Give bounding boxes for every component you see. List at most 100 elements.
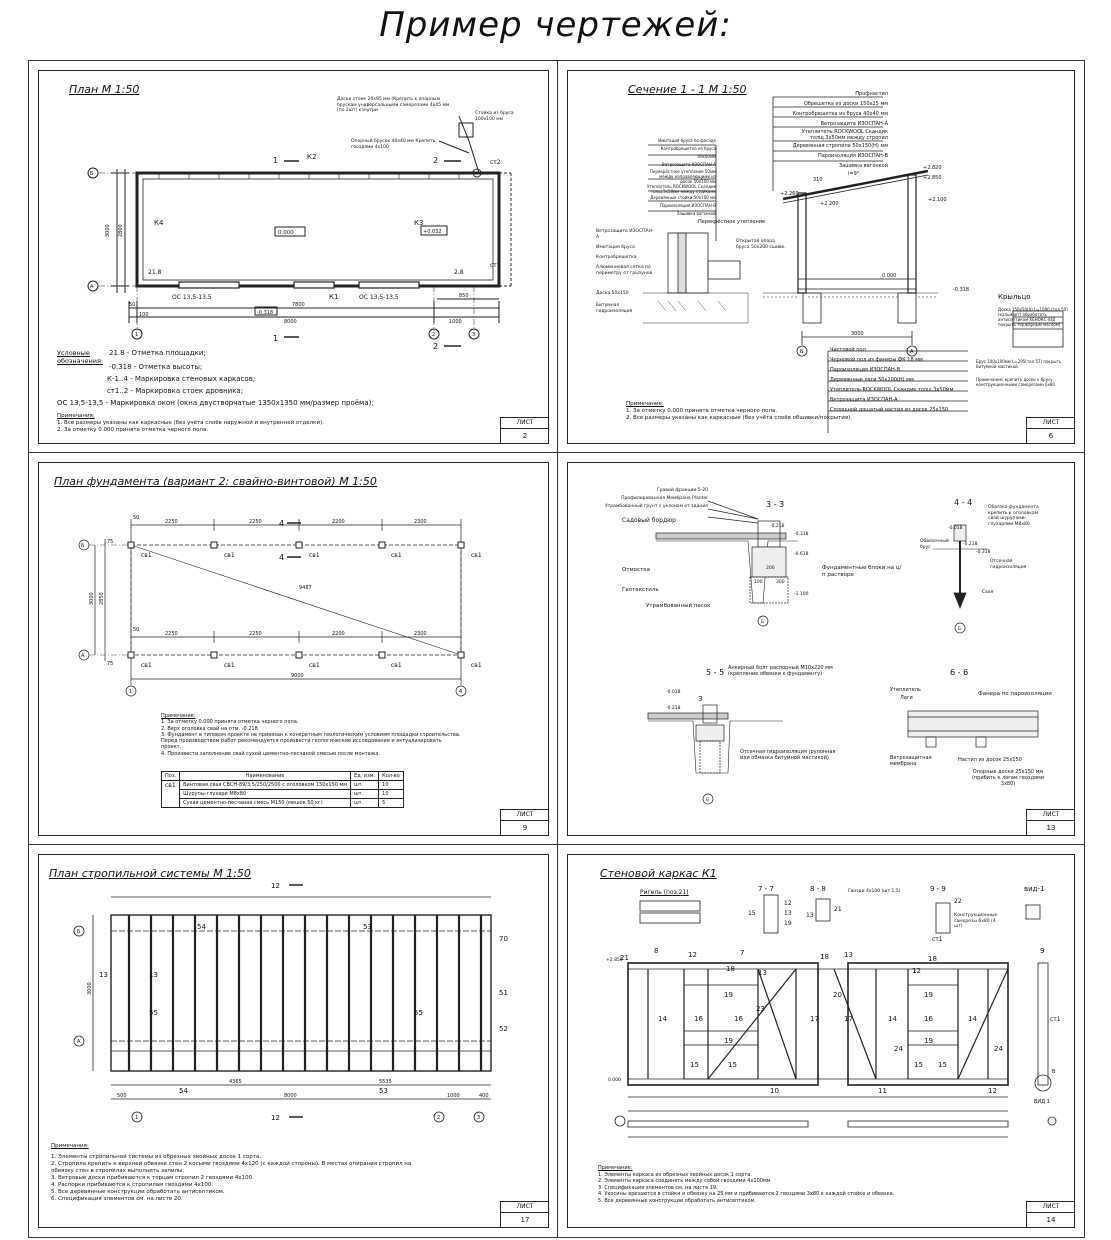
dim-top: 2250 xyxy=(249,519,262,525)
sheet-rafters: План стропильной системы М 1:50 xyxy=(28,844,559,1238)
num: 14 xyxy=(968,1015,977,1023)
pile-label: св1 xyxy=(309,552,320,559)
cut-4: 4 xyxy=(279,553,284,562)
dim-bottom: 2250 xyxy=(165,631,178,637)
table-cell: Сухая цементно-песчаная смесь М150 (мешо… xyxy=(179,798,352,808)
left-label: Алюминиевая сетка по периметру от грызун… xyxy=(596,265,653,276)
num: 16 xyxy=(924,1015,933,1023)
dim-310: 310 xyxy=(813,177,823,183)
num: 24 xyxy=(894,1045,903,1053)
cut-9: 9 xyxy=(1040,947,1044,955)
sheet-stamp: ЛИСТ 13 xyxy=(1026,809,1075,836)
label-plywood: Фанера по пароизоляции xyxy=(978,691,1052,697)
axis-b: Б xyxy=(958,626,961,632)
dim-bottom: 2250 xyxy=(249,631,262,637)
note-item: 2. За отметку 0.000 принята отметка черн… xyxy=(57,427,209,433)
sheet-frame-k1: Стеновой каркас К1 xyxy=(557,844,1085,1238)
floor-layer: Деревянные лаги 50x200(Н) мм xyxy=(830,377,914,383)
pile-label: св1 xyxy=(224,662,235,669)
stamp-number: 13 xyxy=(1046,824,1056,832)
num: 18 xyxy=(820,953,829,961)
st1: ст1 xyxy=(932,936,943,943)
dim-3000: 3000 xyxy=(87,982,93,995)
num: 19 xyxy=(924,1037,933,1045)
rafter-outline xyxy=(110,914,492,1072)
notes-heading: Примечания: xyxy=(51,1143,89,1149)
label-wind: Ветрозащитная мембрана xyxy=(890,755,932,767)
roof-layer: Обрешетка из доски 150x25 мм xyxy=(803,101,888,107)
left-label: Ветрозащита ИЗОСПАН-А xyxy=(596,229,654,240)
num: 15 xyxy=(728,1061,737,1069)
vid1: ВИД 1 xyxy=(1034,1099,1050,1105)
dim-4365: 4365 xyxy=(229,1079,242,1085)
lvl: -0.318 xyxy=(976,549,991,555)
num: 13 xyxy=(758,969,767,977)
dim-50: 50 xyxy=(129,302,135,308)
table-cell: шт. xyxy=(350,798,380,808)
left-label: Имитация бруса xyxy=(596,245,635,250)
dim-8000: 8000 xyxy=(284,1093,297,1099)
label-k1: К1 xyxy=(329,293,338,301)
label-k4: К4 xyxy=(154,219,164,227)
notes-heading: Примечания: xyxy=(57,413,95,419)
plan-legend-item: -0.318 - Отметка высоты; xyxy=(109,363,203,371)
num: 15 xyxy=(690,1061,699,1069)
num: 17 xyxy=(844,1015,853,1023)
axis-3: 3 xyxy=(472,332,475,338)
num: 19 xyxy=(924,991,933,999)
pile-label: св1 xyxy=(391,552,402,559)
plan-callout-post: Стойка из бруса 100х100 мм xyxy=(475,111,514,122)
frame-drawing: 7 - 7 8 - 8 9 - 9 вид-1 21 12 18 13 18 1… xyxy=(606,885,1061,1138)
frame-right xyxy=(847,962,1009,1086)
pos-13: 13 xyxy=(99,971,108,979)
table-header-row: Поз. Наименование Ед. изм. Кол-во xyxy=(160,771,404,781)
wall-layer: Имитация бруса по фасаде xyxy=(658,138,716,143)
table-cell: шт. xyxy=(350,780,380,790)
table-header: Наименование xyxy=(179,771,352,781)
frame-notes: Примечание: 1. Элементы каркаса из обрез… xyxy=(598,1165,938,1204)
axis-3: 3 xyxy=(477,1115,480,1121)
wall-layer: Деревянные стойки 50x100 мм xyxy=(650,195,716,200)
label-k2: К2 xyxy=(307,153,316,161)
pos-55: 55 xyxy=(149,1009,158,1017)
detail-title: 8 - 8 xyxy=(810,885,826,893)
dim-3000: 3000 xyxy=(105,224,111,237)
plan-legend-item: 21.8 - Отметка площадки; xyxy=(109,349,206,357)
lvl: -0.218 xyxy=(666,705,681,711)
lvl-6: 0.000 xyxy=(882,273,896,279)
lvl: -1.100 xyxy=(794,591,809,597)
label-blocks: Фундаментные блоки на ц/п растворе xyxy=(822,565,902,578)
axis-2: 2 xyxy=(437,1115,440,1121)
table-header: Ед. изм. xyxy=(350,771,380,781)
stamp-label: ЛИСТ xyxy=(501,1202,549,1213)
axis-4: 4 xyxy=(459,689,462,695)
stamp-label: ЛИСТ xyxy=(501,810,549,821)
lvl: -0.218 xyxy=(963,541,978,547)
dim-75: 75 xyxy=(107,539,113,545)
note-item: 6. Спецификация элементов см. на листе 2… xyxy=(51,1196,183,1202)
frame-screws: Конструкционные саморезы 6x80 (4 шт) xyxy=(954,913,998,929)
num: 16 xyxy=(734,1015,743,1023)
num: 17 xyxy=(810,1015,819,1023)
foundation-notes: Примечание: 1. За отметку 0.000 принята … xyxy=(161,713,461,757)
num: 14 xyxy=(658,1015,667,1023)
plan-callout-bars: Опорный брусок 40x40 мм Крепить гвоздями… xyxy=(351,139,436,150)
sheet-title: Стеновой каркас К1 xyxy=(600,867,717,880)
detail-title-rigel: Ригель (поз.21) xyxy=(640,889,689,896)
section-title-6: 6 - 6 xyxy=(950,668,968,677)
pile-label: св1 xyxy=(309,662,320,669)
cut-12: 12 xyxy=(271,882,280,890)
sheet-title: Сечение 1 - 1 М 1:50 xyxy=(628,83,747,96)
pile-label: св1 xyxy=(224,552,235,559)
num: 19 xyxy=(784,920,792,927)
label-zero: 0.000 xyxy=(278,230,294,236)
cut-1-bottom: 1 xyxy=(273,334,278,343)
dim-diag: 9487 xyxy=(299,585,312,591)
label-os-left: ОС 13,5-13,5 xyxy=(172,294,212,301)
dim-inner: 2850 xyxy=(99,592,105,605)
dim-bottom: 2200 xyxy=(332,631,345,637)
num: 15 xyxy=(914,1061,923,1069)
axis-a: А xyxy=(90,284,94,290)
stamp-number: 6 xyxy=(1048,432,1054,440)
pos-55: 55 xyxy=(414,1009,423,1017)
